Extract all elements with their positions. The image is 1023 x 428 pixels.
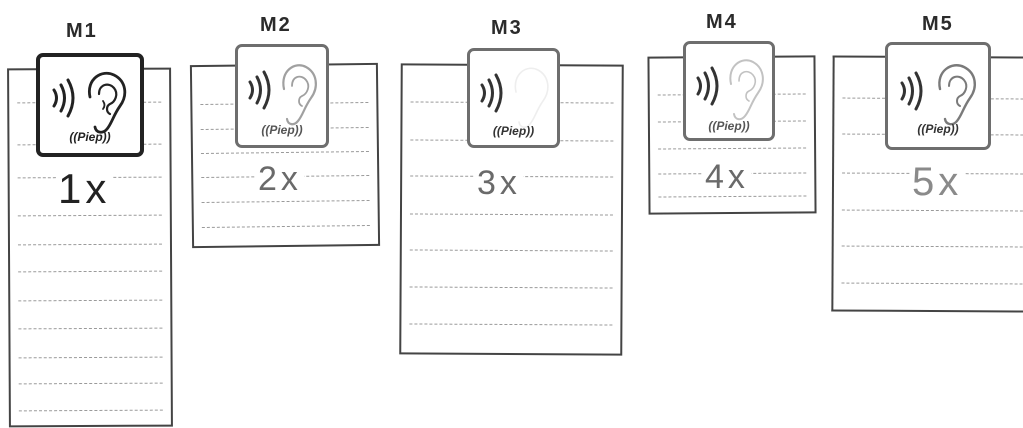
mode-label: M3 bbox=[491, 17, 523, 39]
ear-sound-icon: ((Piep)) bbox=[683, 41, 775, 141]
mode-label: M5 bbox=[922, 13, 954, 35]
sheet-line bbox=[841, 245, 1023, 248]
sheet-line bbox=[409, 213, 613, 216]
beep-text: ((Piep)) bbox=[708, 119, 750, 133]
ear-sound-icon-graphic bbox=[52, 71, 127, 134]
sheet-line bbox=[841, 209, 1023, 212]
sheet-line bbox=[17, 243, 162, 246]
ear-sound-icon-graphic bbox=[480, 67, 549, 128]
ear-sound-icon: ((Piep)) bbox=[36, 53, 144, 157]
beep-text: ((Piep)) bbox=[69, 130, 111, 144]
sheet-line bbox=[17, 214, 162, 217]
sheet-line bbox=[841, 282, 1023, 285]
ear-sound-icon-graphic bbox=[696, 59, 764, 121]
ear-sound-icon: ((Piep)) bbox=[235, 44, 329, 148]
beep-text: ((Piep)) bbox=[261, 123, 303, 137]
beep-count: 4x bbox=[703, 158, 751, 196]
sheet-line bbox=[409, 249, 613, 252]
sheet-line bbox=[409, 323, 613, 326]
ear-sound-icon-graphic bbox=[248, 64, 317, 126]
beep-text: ((Piep)) bbox=[917, 122, 959, 136]
beep-count: 5x bbox=[910, 160, 965, 204]
mode-label: M1 bbox=[66, 20, 98, 42]
sheet-line bbox=[201, 224, 370, 229]
beep-count: 1x bbox=[56, 165, 113, 212]
mode-label: M4 bbox=[706, 11, 738, 33]
beep-count: 3x bbox=[475, 164, 523, 202]
ear-sound-icon: ((Piep)) bbox=[885, 42, 991, 150]
sheet-line bbox=[18, 327, 163, 330]
sheet-line bbox=[658, 147, 807, 150]
sheet-line bbox=[18, 270, 163, 273]
ear-sound-icon-graphic bbox=[900, 64, 976, 126]
sheet-line bbox=[201, 199, 370, 204]
beep-count: 2x bbox=[256, 160, 304, 198]
sheet-line bbox=[18, 356, 163, 359]
sheet-line bbox=[18, 299, 163, 302]
sheet-line bbox=[409, 286, 613, 289]
sheet-line bbox=[18, 409, 163, 412]
sheet-line bbox=[200, 150, 369, 155]
ear-sound-icon: ((Piep)) bbox=[467, 48, 560, 148]
mode-label: M2 bbox=[260, 14, 292, 36]
beep-text: ((Piep)) bbox=[492, 124, 535, 138]
sheet-line bbox=[18, 382, 163, 385]
